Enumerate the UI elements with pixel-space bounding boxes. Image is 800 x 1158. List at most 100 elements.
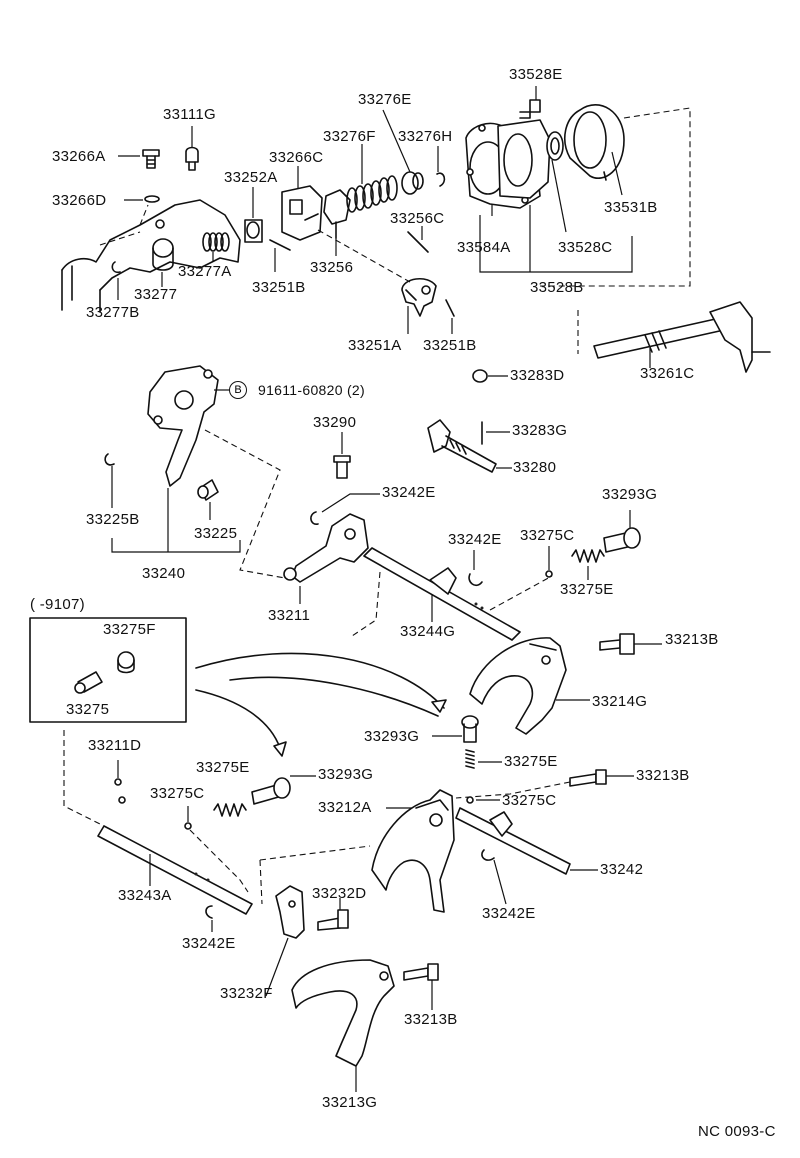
label-33261c: 33261C [640, 365, 695, 382]
bracket-33266c [281, 185, 323, 241]
label-33275: 33275 [66, 701, 110, 718]
shaft-33242 [455, 807, 571, 875]
label-33232f: 33232F [220, 985, 273, 1002]
label-33277b: 33277B [86, 304, 140, 321]
label-33528c: 33528C [558, 239, 613, 256]
shaft-33261c [593, 301, 771, 373]
label-33243a: 33243A [118, 887, 172, 904]
label-33213b-top: 33213B [665, 631, 719, 648]
lever-33251a [401, 278, 437, 317]
select-arm-33240 [147, 365, 219, 487]
label-33232d: 33232D [312, 885, 367, 902]
label-33225b: 33225B [86, 511, 140, 528]
label-33275e-top: 33275E [560, 581, 614, 598]
label-33111g: 33111G [163, 106, 216, 123]
shaft-33244g [363, 547, 521, 641]
label-33252a: 33252A [224, 169, 278, 186]
label-33240: 33240 [142, 565, 186, 582]
label-33283d: 33283D [510, 367, 565, 384]
label-33276f: 33276F [323, 128, 376, 145]
label-33266a: 33266A [52, 148, 106, 165]
label-33276h: 33276H [398, 128, 453, 145]
label-33251b-right: 33251B [423, 337, 477, 354]
label-33277: 33277 [134, 286, 178, 303]
inset-box [29, 617, 187, 723]
label-33584a: 33584A [457, 239, 511, 256]
label-33242e-top: 33242E [382, 484, 436, 501]
lug-33232f [275, 885, 305, 939]
label-33266d: 33266D [52, 192, 107, 209]
label-33213g: 33213G [322, 1094, 378, 1111]
shaft-33280 [427, 419, 497, 473]
label-33256c: 33256C [390, 210, 445, 227]
label-33290: 33290 [313, 414, 357, 431]
assembly-arrows [195, 652, 447, 757]
shift-fork-33212a [371, 789, 455, 913]
bolt-33293g [603, 527, 641, 553]
cover-33531b [564, 104, 625, 181]
spring-33277a [202, 232, 230, 252]
label-33528e: 33528E [509, 66, 563, 83]
label-33275c-top: 33275C [520, 527, 575, 544]
label-33275c-lower: 33275C [150, 785, 205, 802]
label-9107-range: ( -9107) [30, 596, 85, 613]
label-33280: 33280 [513, 459, 557, 476]
label-33266c: 33266C [269, 149, 324, 166]
label-33242e-right: 33242E [482, 905, 536, 922]
diagram-code: NC 0093-C [698, 1123, 776, 1140]
cup-33275f [117, 651, 135, 674]
label-33214g: 33214G [592, 693, 648, 710]
label-33293g-lower: 33293G [318, 766, 374, 783]
label-33275e-mid: 33275E [504, 753, 558, 770]
plug-33290 [333, 455, 351, 479]
bolt-33232d [317, 909, 349, 931]
label-33275e-lower: 33275E [196, 759, 250, 776]
label-33275f: 33275F [103, 621, 156, 638]
label-33251a: 33251A [348, 337, 402, 354]
label-33277a: 33277A [178, 263, 232, 280]
label-33212a: 33212A [318, 799, 372, 816]
plug-33111g [185, 146, 199, 171]
bolt-33528e [519, 99, 541, 119]
label-33242e-mid: 33242E [448, 531, 502, 548]
shift-fork-33213g [291, 959, 395, 1067]
shaft-33256 [323, 189, 351, 239]
collar-33252a [244, 219, 263, 243]
label-33283g: 33283G [512, 422, 568, 439]
label-33293g-mid: 33293G [364, 728, 420, 745]
lever-33211 [283, 513, 369, 583]
bolt-33293g-lower [251, 777, 291, 805]
label-33256: 33256 [310, 259, 354, 276]
bolt-marker-b: B [229, 381, 247, 399]
bolt-33213b-right [569, 769, 607, 787]
label-33242e-left: 33242E [182, 935, 236, 952]
piston-33276e [401, 171, 424, 195]
label-33211d: 33211D [88, 737, 142, 754]
label-33213b-right: 33213B [636, 767, 690, 784]
label-33531b: 33531B [604, 199, 658, 216]
spring-33276f [346, 175, 398, 213]
transfer-housing [61, 199, 241, 313]
shaft-33243a [97, 825, 253, 915]
pin-33275 [74, 671, 103, 694]
pin-33225 [197, 479, 219, 501]
label-33293g-top: 33293G [602, 486, 658, 503]
label-33225: 33225 [194, 525, 238, 542]
bolt-33213b [599, 633, 635, 655]
label-33211: 33211 [268, 607, 311, 624]
shift-fork-33214g [469, 637, 567, 735]
label-33213b-bottom: 33213B [404, 1011, 458, 1028]
label-91611-60820: 91611-60820 (2) [258, 382, 365, 398]
label-33244g: 33244G [400, 623, 456, 640]
label-33251b-top: 33251B [252, 279, 306, 296]
bolt-33293g-mid [461, 715, 479, 743]
bolt-33266a [142, 149, 160, 169]
label-33242: 33242 [600, 861, 644, 878]
label-33276e: 33276E [358, 91, 412, 108]
label-33275c-mid: 33275C [502, 792, 557, 809]
cup-33277 [152, 238, 174, 271]
label-33528b: 33528B [530, 279, 584, 296]
housing-33528b [497, 119, 551, 199]
bolt-33213b-bottom [403, 963, 439, 981]
